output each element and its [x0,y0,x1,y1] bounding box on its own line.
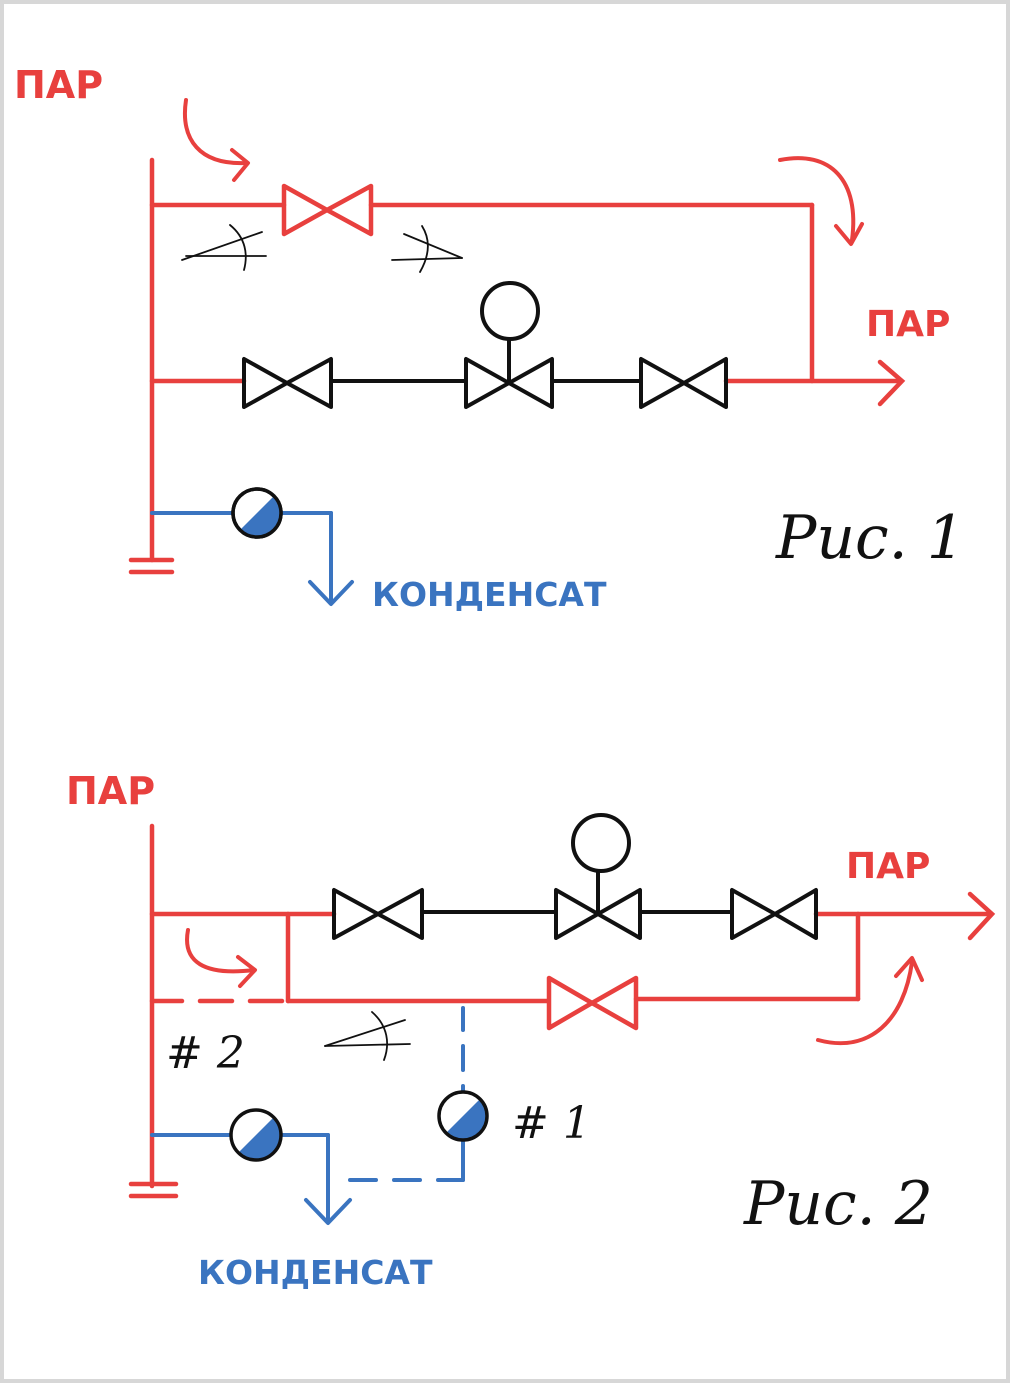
fig2-control-valve [554,813,642,940]
fig1-steam-trap [231,487,283,539]
fig1-bypass-valve [281,183,374,237]
fig2-caption: Рис. 2 [743,1169,933,1239]
figure-2: ПАР ПАР КОНДЕНСАТ # 2 # 1 Рис. 2 [66,769,996,1292]
fig2-steam-trap-existing [229,1108,283,1162]
fig2-control-line [332,813,818,940]
fig2-steam-lines [128,823,996,1199]
fig1-gate-valve-left [242,357,333,409]
fig1-control-line [242,281,728,409]
fig1-condensate-label: КОНДЕНСАТ [372,575,607,614]
fig1-steam-out-label: ПАР [866,304,950,345]
fig2-steam-out-label: ПАР [846,846,930,887]
figure-1: ПАР ПАР КОНДЕНСАТ Рис. 1 [14,63,965,614]
fig2-steam-trap-new [437,1090,489,1142]
fig2-bypass-valve [546,975,639,1031]
fig2-gate-valve-left [332,888,424,940]
fig2-gate-valve-right [730,888,818,940]
fig2-marker-2: # 2 [166,1028,245,1079]
fig2-condensate-label: КОНДЕНСАТ [198,1253,433,1292]
fig1-slope-marks [181,224,463,273]
fig1-steam-in-label: ПАР [14,63,103,107]
fig2-steam-in-label: ПАР [66,769,155,813]
fig2-flow-arrows [185,928,924,1046]
fig2-condensate-line [150,1006,465,1225]
fig2-marker-1: # 1 [512,1098,591,1149]
fig1-condensate-line [150,511,354,606]
fig1-flow-arrows [183,98,864,246]
fig1-steam-lines [128,157,906,575]
fig1-gate-valve-right [639,357,728,409]
fig2-slope-mark [324,1011,411,1061]
fig1-control-valve [464,281,554,409]
fig1-caption: Рис. 1 [775,503,965,573]
